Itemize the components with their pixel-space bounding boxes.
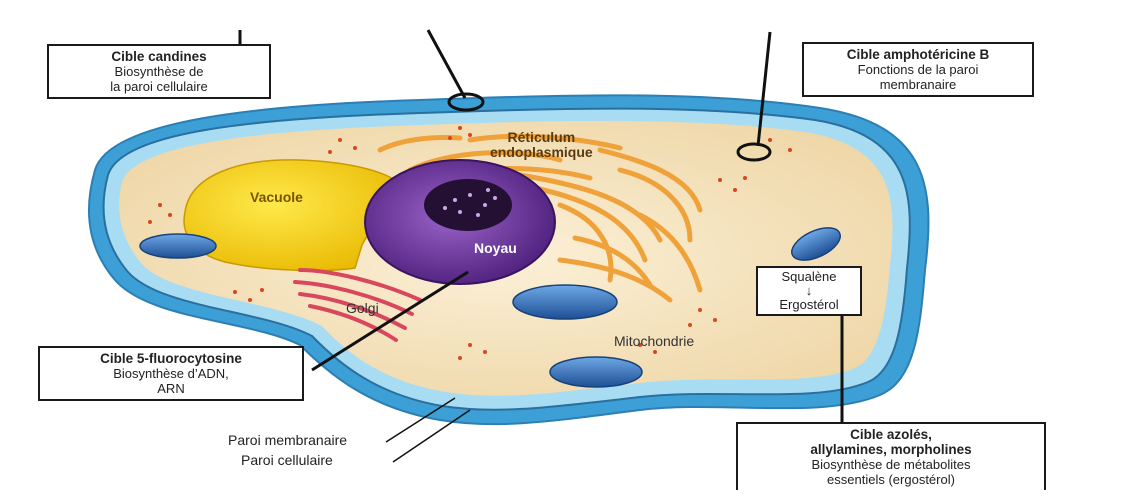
ergosterol-label: Ergostérol	[758, 298, 860, 312]
squalene-ergosterol-box: Squalène ↓ Ergostérol	[756, 266, 862, 316]
er-label-line1: Réticulum	[490, 130, 593, 145]
mitochondria-label: Mitochondrie	[614, 333, 694, 349]
target-azoles-title2: allylamines, morpholines	[738, 442, 1044, 457]
target-candines-title: Cible candines	[49, 49, 269, 64]
target-candines: Cible candines Biosynthèse de la paroi c…	[47, 44, 271, 99]
golgi-label: Golgi	[346, 300, 379, 316]
target-azoles-line1: Biosynthèse de métabolites	[738, 457, 1044, 472]
er-label: Réticulum endoplasmique	[490, 130, 593, 160]
down-arrow-icon: ↓	[758, 284, 860, 298]
cell-wall-label: Paroi cellulaire	[241, 452, 333, 468]
target-azoles: Cible azolés, allylamines, morpholines B…	[736, 422, 1046, 490]
target-amphotericine-line1: Fonctions de la paroi	[804, 62, 1032, 77]
target-azoles-line2: essentiels (ergostérol)	[738, 472, 1044, 487]
target-candines-line2: la paroi cellulaire	[49, 79, 269, 94]
nucleolus	[424, 179, 512, 231]
target-amphotericine-title: Cible amphotéricine B	[804, 47, 1032, 62]
target-fluorocytosine-line2: ARN	[40, 381, 302, 396]
target-amphotericine-line2: membranaire	[804, 77, 1032, 92]
target-fluorocytosine: Cible 5-fluorocytosine Biosynthèse d’ADN…	[38, 346, 304, 401]
target-fluorocytosine-title: Cible 5-fluorocytosine	[40, 351, 302, 366]
target-amphotericine: Cible amphotéricine B Fonctions de la pa…	[802, 42, 1034, 97]
target-candines-line1: Biosynthèse de	[49, 64, 269, 79]
target-azoles-title1: Cible azolés,	[738, 427, 1044, 442]
er-label-line2: endoplasmique	[490, 145, 593, 160]
squalene-label: Squalène	[758, 270, 860, 284]
target-fluorocytosine-line1: Biosynthèse d’ADN,	[40, 366, 302, 381]
nucleus-label: Noyau	[474, 240, 517, 256]
membrane-wall-label: Paroi membranaire	[228, 432, 347, 448]
vacuole-label: Vacuole	[250, 189, 303, 205]
